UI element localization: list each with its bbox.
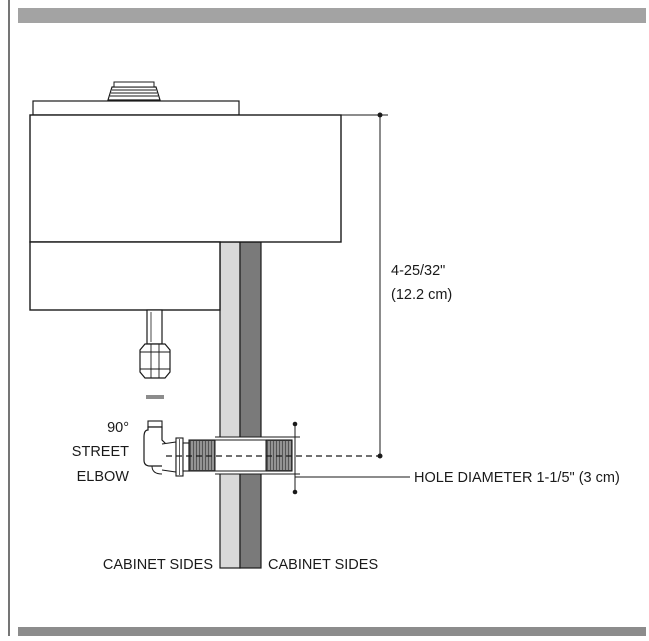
height-dimension-inches: 4-25/32" [391,263,445,279]
unit-top-cap [32,81,240,116]
elbow-label-line1: 90° [107,420,129,436]
cabinet-sides-label-left: CABINET SIDES [103,557,213,573]
cabinet-panel-light [219,241,241,569]
elbow-label-line3: ELBOW [77,469,130,485]
top-band [18,8,646,23]
gap-marker [146,395,164,399]
outlet-fitting [139,309,171,379]
cabinet-panels [219,241,262,569]
height-dimension [341,112,388,459]
cabinet-sides-label-right: CABINET SIDES [268,557,378,573]
elbow-label-line2: STREET [72,444,129,460]
hole-diameter-label: HOLE DIAMETER 1-1/5" (3 cm) [414,470,620,486]
unit-main-body [29,114,342,243]
street-elbow [143,420,190,477]
hole-diameter-dimension [266,421,410,495]
height-dimension-cm: (12.2 cm) [391,287,452,303]
unit-lower-housing [29,241,221,311]
bottom-band [18,627,646,636]
cabinet-panel-dark [239,241,262,569]
